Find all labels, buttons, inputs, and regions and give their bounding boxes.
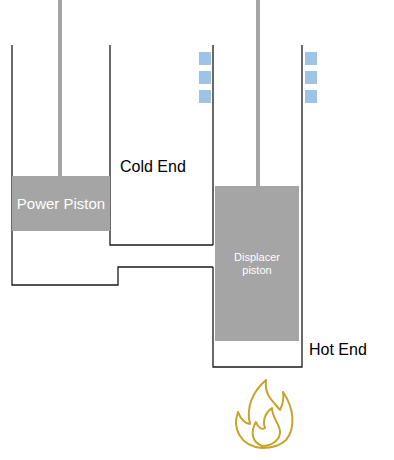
cylinder-wall xyxy=(213,45,302,367)
cooling-fins xyxy=(199,52,317,103)
cylinder-wall xyxy=(12,45,213,285)
cooling-fin xyxy=(305,71,317,84)
piston-box: Power Piston xyxy=(12,176,110,231)
cooling-fin xyxy=(305,52,317,65)
flame-outer xyxy=(236,380,292,448)
cooling-fin xyxy=(199,71,211,84)
piston-label: Power Piston xyxy=(17,195,105,212)
cooling-fin xyxy=(305,90,317,103)
cylinder-wall xyxy=(212,45,213,245)
power-rod xyxy=(58,0,62,176)
flame-inner xyxy=(253,408,280,446)
end-label: Cold End xyxy=(120,158,186,176)
cooling-fin xyxy=(199,90,211,103)
displacer-rod xyxy=(256,0,260,186)
cooling-fin xyxy=(199,52,211,65)
cylinder-wall xyxy=(110,45,213,245)
piston-label: Displacer piston xyxy=(218,251,296,276)
flame xyxy=(236,380,292,448)
piston-box: Displacer piston xyxy=(215,186,299,341)
end-label: Hot End xyxy=(309,341,367,359)
